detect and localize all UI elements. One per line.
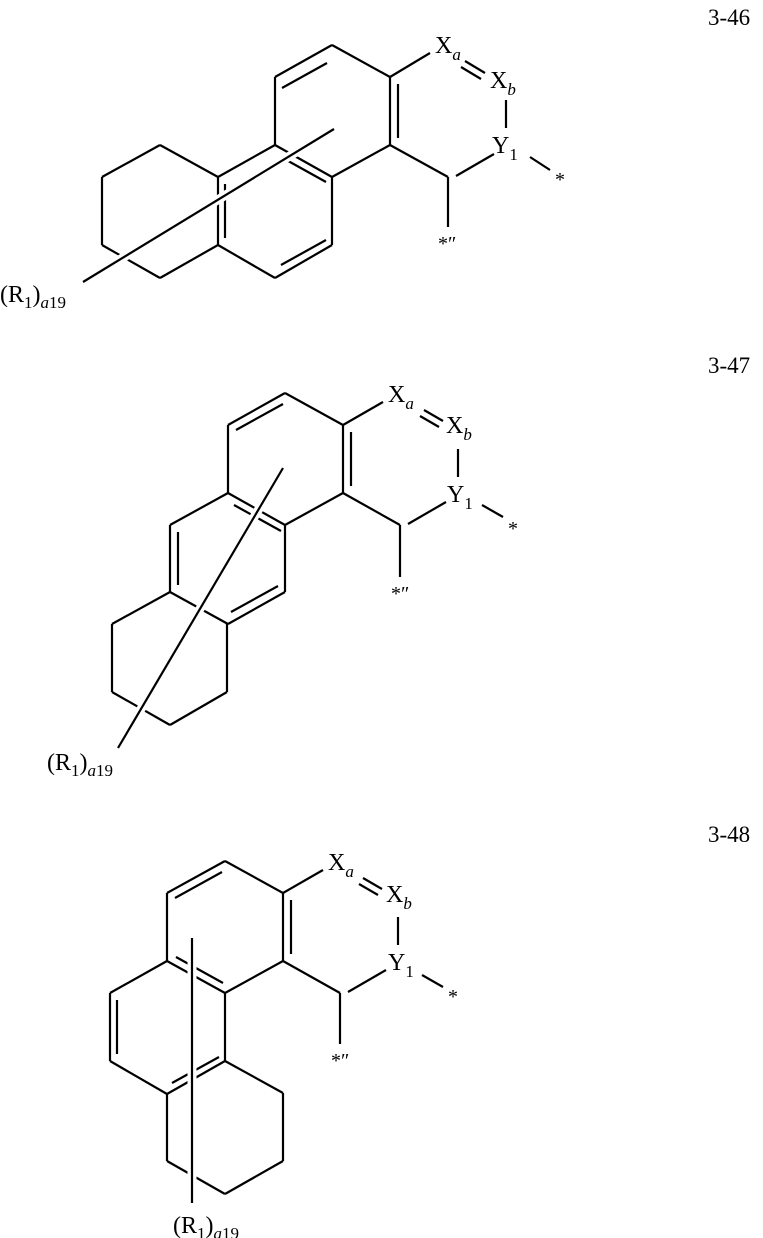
bond-line (389, 52, 431, 78)
bond-line (342, 401, 384, 426)
bond-line (481, 504, 504, 518)
bond-line (224, 1060, 284, 1094)
double-bond-line (281, 62, 328, 89)
compound-id-label: 3-47 (708, 353, 750, 378)
atom-label-r: (R1)a19 (47, 750, 113, 780)
double-bond-line (280, 239, 327, 266)
bond-line (109, 960, 168, 994)
atom-label-xa: Xa (328, 850, 354, 881)
bond-line (159, 244, 219, 279)
atom-label-star2: *″ (391, 583, 409, 605)
bond-line (284, 492, 344, 526)
bond-line (217, 144, 276, 178)
bond-line (274, 44, 333, 78)
bond-line (224, 960, 284, 994)
atom-label-star: * (555, 169, 565, 191)
bond-line (169, 691, 228, 726)
bond-line (166, 860, 226, 894)
double-bond-line (174, 871, 223, 899)
atom-label-y1: Y1 (492, 133, 518, 164)
bond-line (101, 144, 161, 178)
atom-label-star: * (448, 986, 458, 1008)
bond-line (101, 244, 161, 279)
atom-label-y1: Y1 (388, 950, 414, 981)
double-bond-line (235, 403, 284, 431)
substituent-bond (82, 128, 335, 283)
atom-label-r: (R1)a19 (0, 282, 66, 312)
bond-line (227, 392, 286, 426)
bond-line (227, 591, 286, 625)
atom-label-star: * (508, 518, 518, 540)
compound-id-label: 3-46 (708, 5, 750, 30)
bond-line (282, 869, 324, 894)
bond-line (282, 960, 341, 994)
bond-line (331, 144, 391, 178)
double-bond-line (175, 956, 224, 984)
bond-line (284, 392, 344, 426)
bond-line (224, 1160, 284, 1195)
double-bond-line (230, 585, 279, 613)
double-bond-line (358, 883, 379, 896)
atom-label-xb: Xb (386, 882, 412, 913)
double-bond-line (464, 60, 486, 74)
bond-line (274, 244, 333, 279)
bond-line (529, 156, 551, 171)
bond-line (109, 1060, 168, 1095)
bond-line (224, 860, 284, 894)
atom-label-star2: *″ (438, 233, 456, 255)
atom-label-xa: Xa (388, 382, 414, 413)
atom-label-star2: *″ (331, 1050, 349, 1072)
atom-label-xb: Xb (490, 68, 516, 99)
bond-line (111, 591, 171, 625)
bond-line (421, 974, 444, 988)
double-bond-line (407, 501, 447, 525)
double-bond-line (423, 409, 444, 422)
atom-label-y1: Y1 (447, 482, 473, 513)
double-bond-line (347, 969, 387, 993)
bond-line (159, 144, 219, 178)
bond-line (169, 492, 229, 526)
double-bond-line (362, 877, 383, 890)
double-bond-line (419, 415, 440, 428)
bond-line (331, 44, 391, 78)
compound-id-label: 3-48 (708, 822, 750, 847)
atom-label-r: (R1)a19 (173, 1213, 239, 1238)
substituent-bond (117, 467, 284, 749)
double-bond-line (460, 66, 482, 80)
bond-line (274, 144, 333, 178)
bond-line (389, 144, 449, 178)
bond-line (342, 492, 401, 526)
double-bond-line (455, 153, 495, 177)
atom-label-xb: Xb (446, 413, 472, 444)
atom-label-xa: Xa (435, 33, 461, 64)
bond-line (217, 244, 276, 279)
